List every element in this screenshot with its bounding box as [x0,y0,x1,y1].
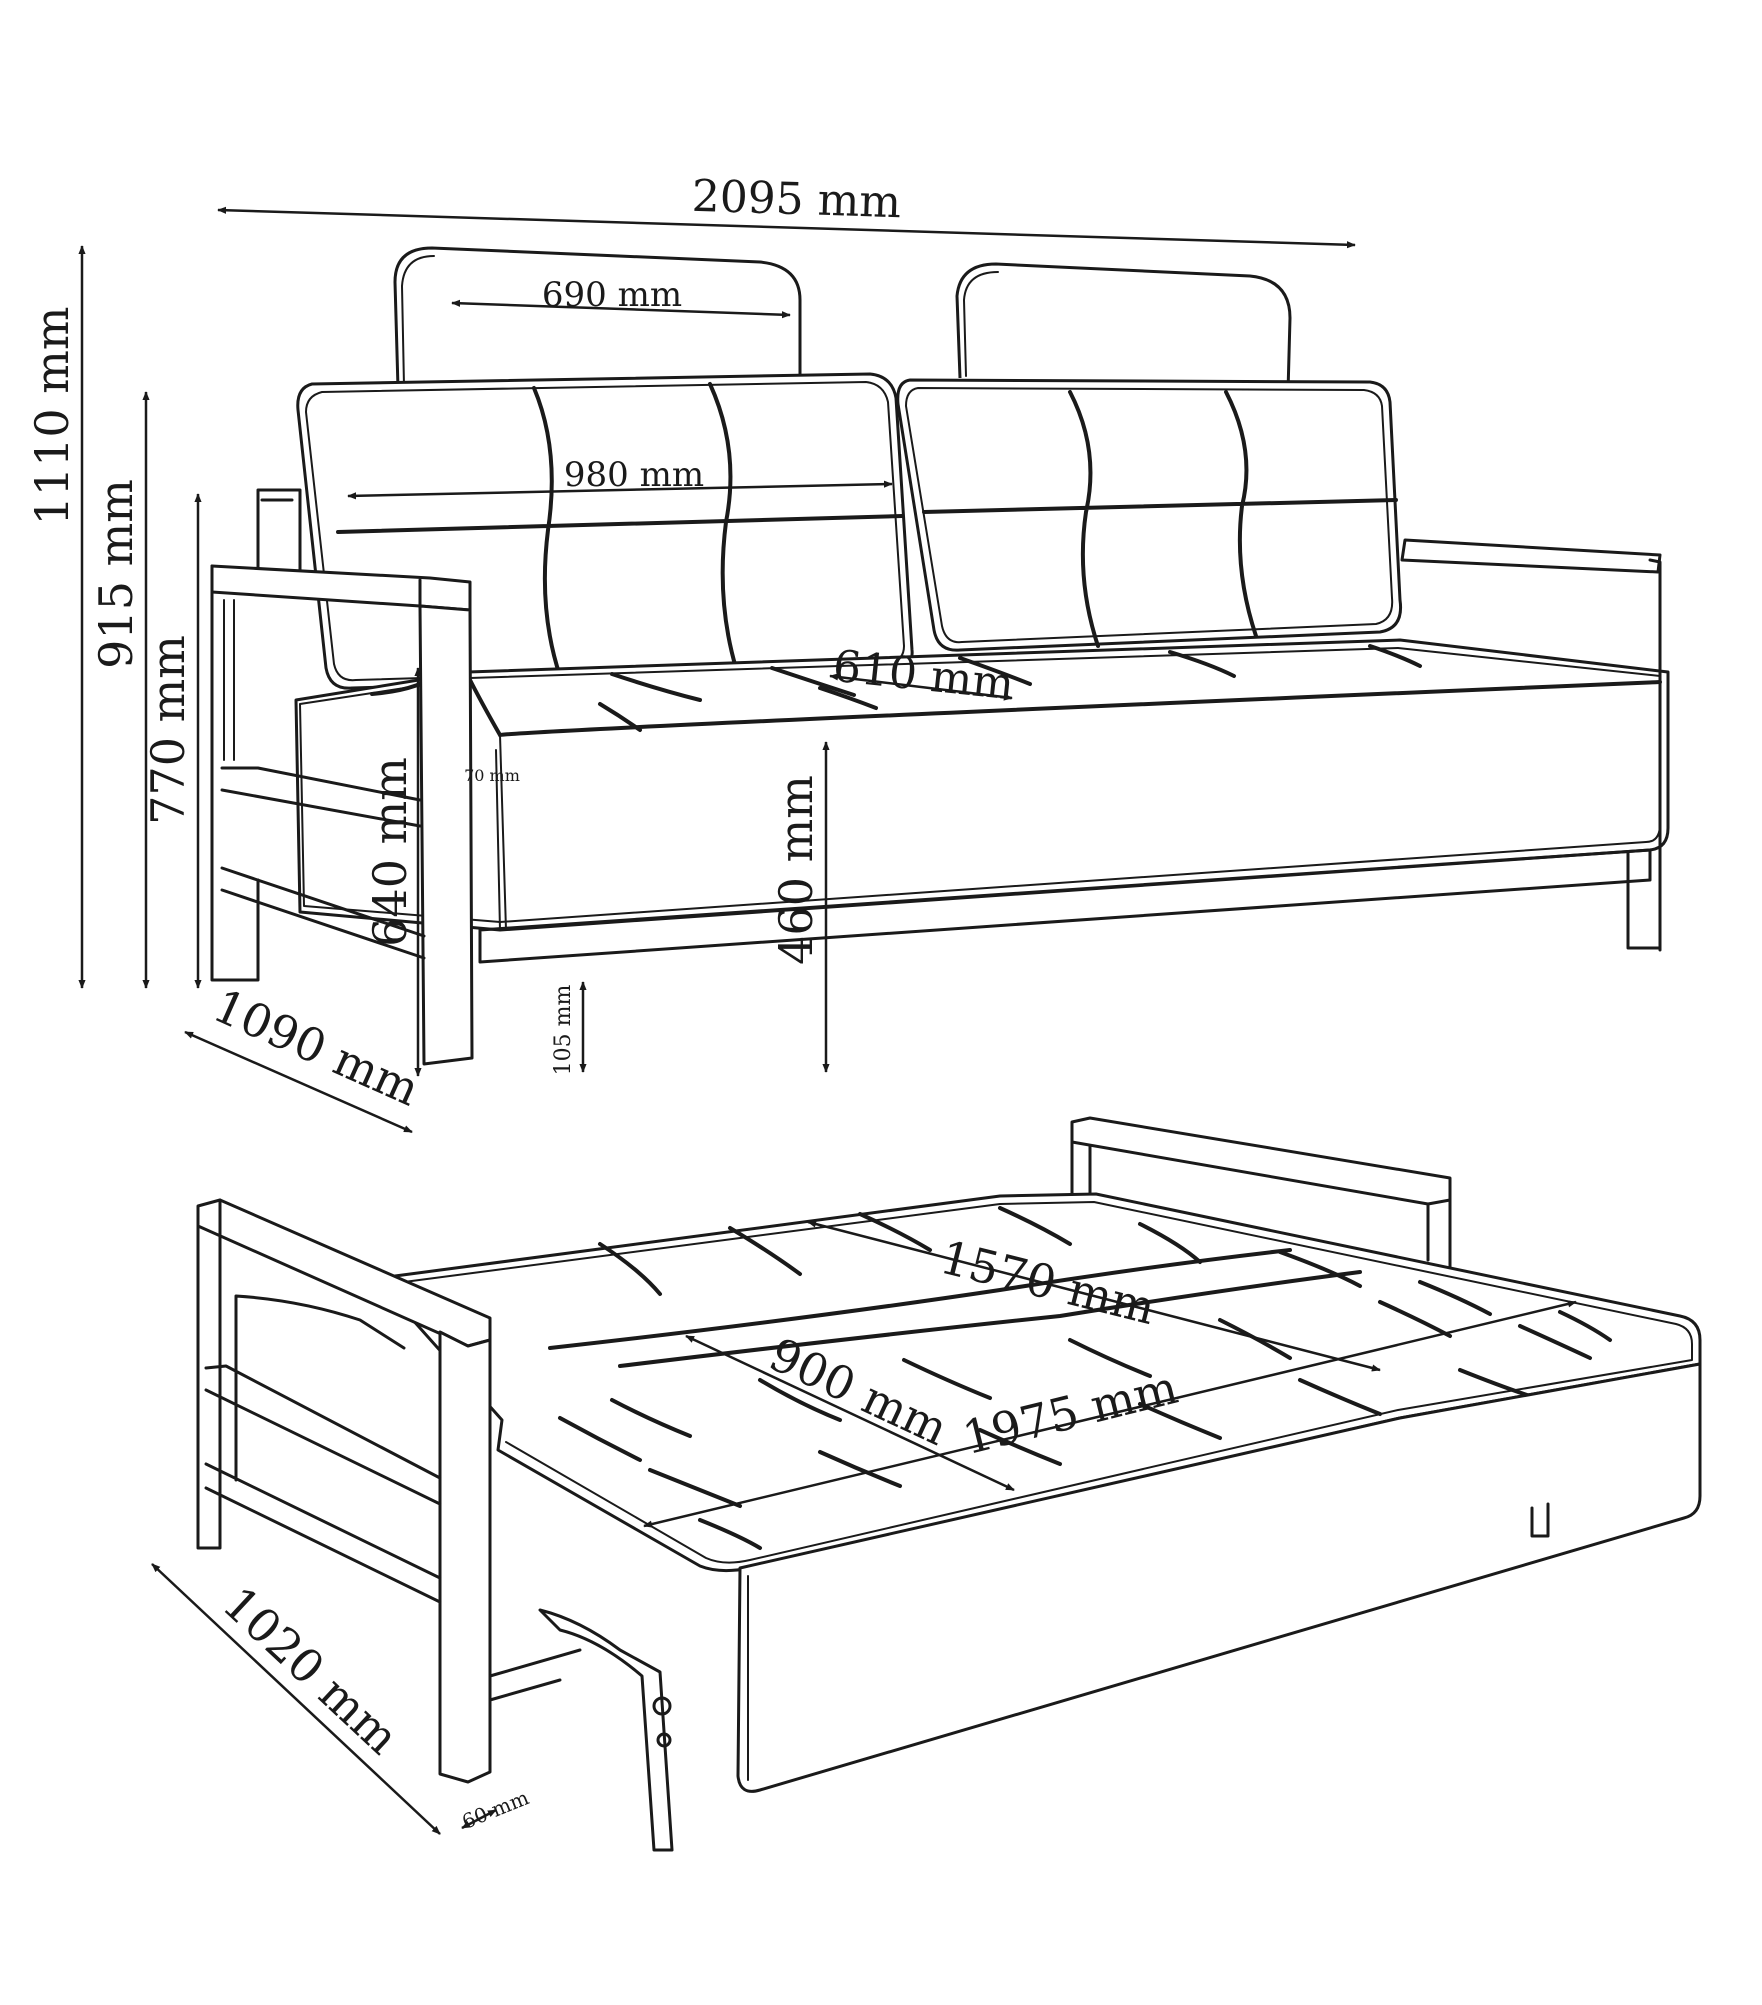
sofa-back-cushion-left-tufting [336,382,904,678]
dim-line-bed-depth [151,1563,441,1835]
sofa-headrest-left [393,246,802,389]
bed-mechanism-pivot-2 [656,1732,672,1748]
dim-line-seat-depth [829,673,1013,701]
sofa-seat-tufting [370,644,1422,732]
label-backrest-width: 980 mm [564,455,704,495]
sofa-seat-piping [299,647,1661,923]
bed-mattress-piping [403,1201,1693,1564]
sofa-arm-left-bottom-rail [220,866,426,960]
sofa-headrest-left-piping [401,255,435,387]
label-total-height: 1110 mm [25,307,79,526]
bed-pullout-mechanism [538,1608,674,1852]
bed-arm-left-bottom-rail [204,1462,442,1604]
label-cushion-thickness: 70 mm [464,766,520,785]
label-overall-width: 2095 mm [691,171,902,229]
sofa-arm-left-inner-post [223,599,235,761]
bed-arm-left-back-post [196,1198,222,1550]
label-ground-clearance: 105 mm [551,985,576,1076]
sofa-back-cushion-right [896,378,1403,652]
label-arm-inner-height: 640 mm [363,757,417,947]
label-arm-thickness: 60 mm [459,1785,533,1833]
label-overall-depth: 1090 mm [206,978,428,1116]
dim-line-headrest [451,299,791,319]
sofa-drawing: 2095 mm 690 mm 980 mm 610 mm 1110 mm 915… [25,171,1670,1134]
label-bed-depth: 1020 mm [212,1576,409,1765]
sofa-base-rail [478,848,1652,964]
bed-drawing: 1570 mm 900 mm 1975 mm 1020 mm 60 mm [151,1116,1702,1852]
bed-arm-left-mid-rail [204,1364,442,1506]
sofa-headrest-right-piping [963,271,999,377]
dim-line-arm-thickness [461,1808,497,1830]
bed-arm-right-top [1070,1116,1452,1206]
bed-seat-side-cushion [234,1294,406,1482]
sofa-seat-front-edge [495,734,507,931]
label-armrest-height: 770 mm [141,635,195,825]
bed-mechanism-pivot-1 [652,1696,672,1716]
sofa-arm-right-post [1648,558,1662,952]
dim-line-overall-depth [184,1030,413,1134]
sofa-arm-left-back-post [210,564,422,982]
sofa-back-cushion-right-piping [905,387,1394,644]
dim-line-overall-length [643,1300,1577,1528]
label-seat-height: 460 mm [769,775,823,965]
sofa-seat-front-seam [466,674,1662,738]
sofa-back-cushion-right-tufting [922,390,1398,648]
dim-line-backrest [347,480,893,500]
label-headrest-width: 690 mm [542,275,682,315]
bed-base-rail [488,1648,582,1702]
sofa-arm-left-mid-rail [220,766,422,828]
sofa-arm-left-front-post [418,604,474,1066]
sofa-leg-right [1626,846,1662,950]
label-backrest-height: 915 mm [89,479,143,669]
bed-arm-left-front-post [438,1330,492,1784]
sofa-headrest-right [955,262,1292,393]
dim-line-overall-width [217,206,1356,249]
sofa-back-frame-right [1400,538,1662,574]
sofa-back-frame-left [256,488,302,582]
